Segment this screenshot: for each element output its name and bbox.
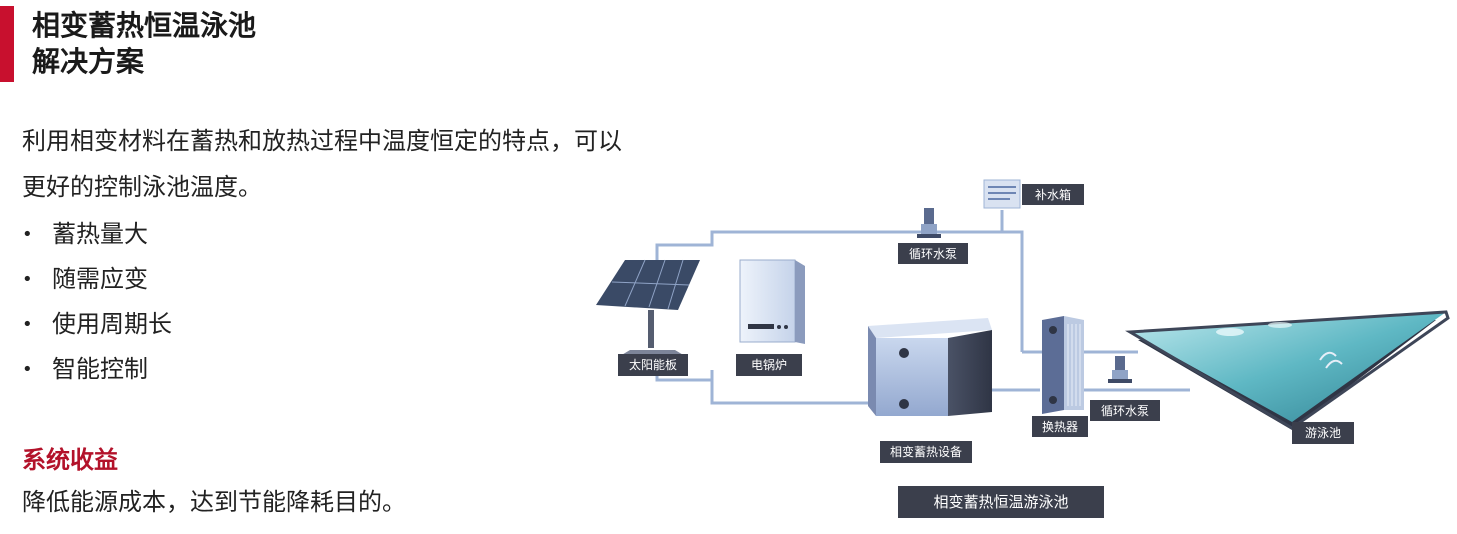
intro-line-2: 更好的控制泳池温度。 xyxy=(22,173,262,201)
label-pump-top: 循环水泵 xyxy=(898,243,968,264)
pump-icon xyxy=(1108,356,1132,383)
label-pool: 游泳池 xyxy=(1292,422,1354,444)
intro-line-1: 利用相变材料在蓄热和放热过程中温度恒定的特点，可以 xyxy=(22,127,622,155)
svg-text:电锅炉: 电锅炉 xyxy=(751,357,787,372)
label-makeup-tank: 补水箱 xyxy=(1022,184,1084,205)
feature-label: 蓄热量大 xyxy=(52,220,148,248)
label-electric-boiler: 电锅炉 xyxy=(736,354,802,376)
label-pump-right: 循环水泵 xyxy=(1090,400,1160,421)
svg-text:相变蓄热恒温游泳池: 相变蓄热恒温游泳池 xyxy=(933,493,1068,511)
diagram-caption: 相变蓄热恒温游泳池 xyxy=(898,486,1104,518)
svg-text:循环水泵: 循环水泵 xyxy=(1101,404,1149,418)
bullet-icon: • xyxy=(22,269,33,290)
bullet-icon: • xyxy=(22,359,33,380)
system-diagram: 太阳能板 电锅炉 相变蓄热设备 循环水泵 xyxy=(596,179,1450,518)
svg-text:相变蓄热设备: 相变蓄热设备 xyxy=(890,444,962,459)
title-accent-bar xyxy=(0,6,14,82)
svg-text:游泳池: 游泳池 xyxy=(1305,426,1341,440)
svg-text:循环水泵: 循环水泵 xyxy=(909,247,957,261)
pump-icon xyxy=(917,208,941,238)
heat-exchanger-icon xyxy=(1042,316,1084,414)
list-item: • 随需应变 xyxy=(22,257,172,302)
pipe-top-loop xyxy=(655,230,1024,352)
label-solar-panel: 太阳能板 xyxy=(618,354,688,376)
label-heat-exchanger: 换热器 xyxy=(1032,416,1088,437)
page-title: 相变蓄热恒温泳池 解决方案 xyxy=(32,8,256,80)
benefit-heading: 系统收益 xyxy=(22,446,118,474)
pipe-network xyxy=(655,210,1190,405)
feature-list: • 蓄热量大 • 随需应变 • 使用周期长 • 智能控制 xyxy=(22,212,172,392)
label-pcm-device: 相变蓄热设备 xyxy=(880,441,972,463)
svg-text:补水箱: 补水箱 xyxy=(1035,187,1071,202)
feature-label: 使用周期长 xyxy=(52,310,172,338)
svg-text:换热器: 换热器 xyxy=(1042,420,1078,434)
list-item: • 使用周期长 xyxy=(22,302,172,347)
feature-label: 随需应变 xyxy=(52,265,148,293)
benefit-text: 降低能源成本，达到节能降耗目的。 xyxy=(22,488,406,516)
bullet-icon: • xyxy=(22,224,33,245)
electric-boiler-icon xyxy=(739,259,805,344)
feature-label: 智能控制 xyxy=(52,355,148,383)
list-item: • 蓄热量大 xyxy=(22,212,172,257)
bullet-icon: • xyxy=(22,314,33,335)
solar-panel-icon xyxy=(596,259,700,356)
pool-icon xyxy=(1125,310,1450,430)
svg-text:太阳能板: 太阳能板 xyxy=(629,357,677,372)
makeup-tank-icon xyxy=(983,179,1021,209)
page-title-line-2: 解决方案 xyxy=(32,45,145,78)
pcm-device-icon xyxy=(868,318,992,416)
list-item: • 智能控制 xyxy=(22,347,172,392)
page-title-line-1: 相变蓄热恒温泳池 xyxy=(32,9,257,42)
